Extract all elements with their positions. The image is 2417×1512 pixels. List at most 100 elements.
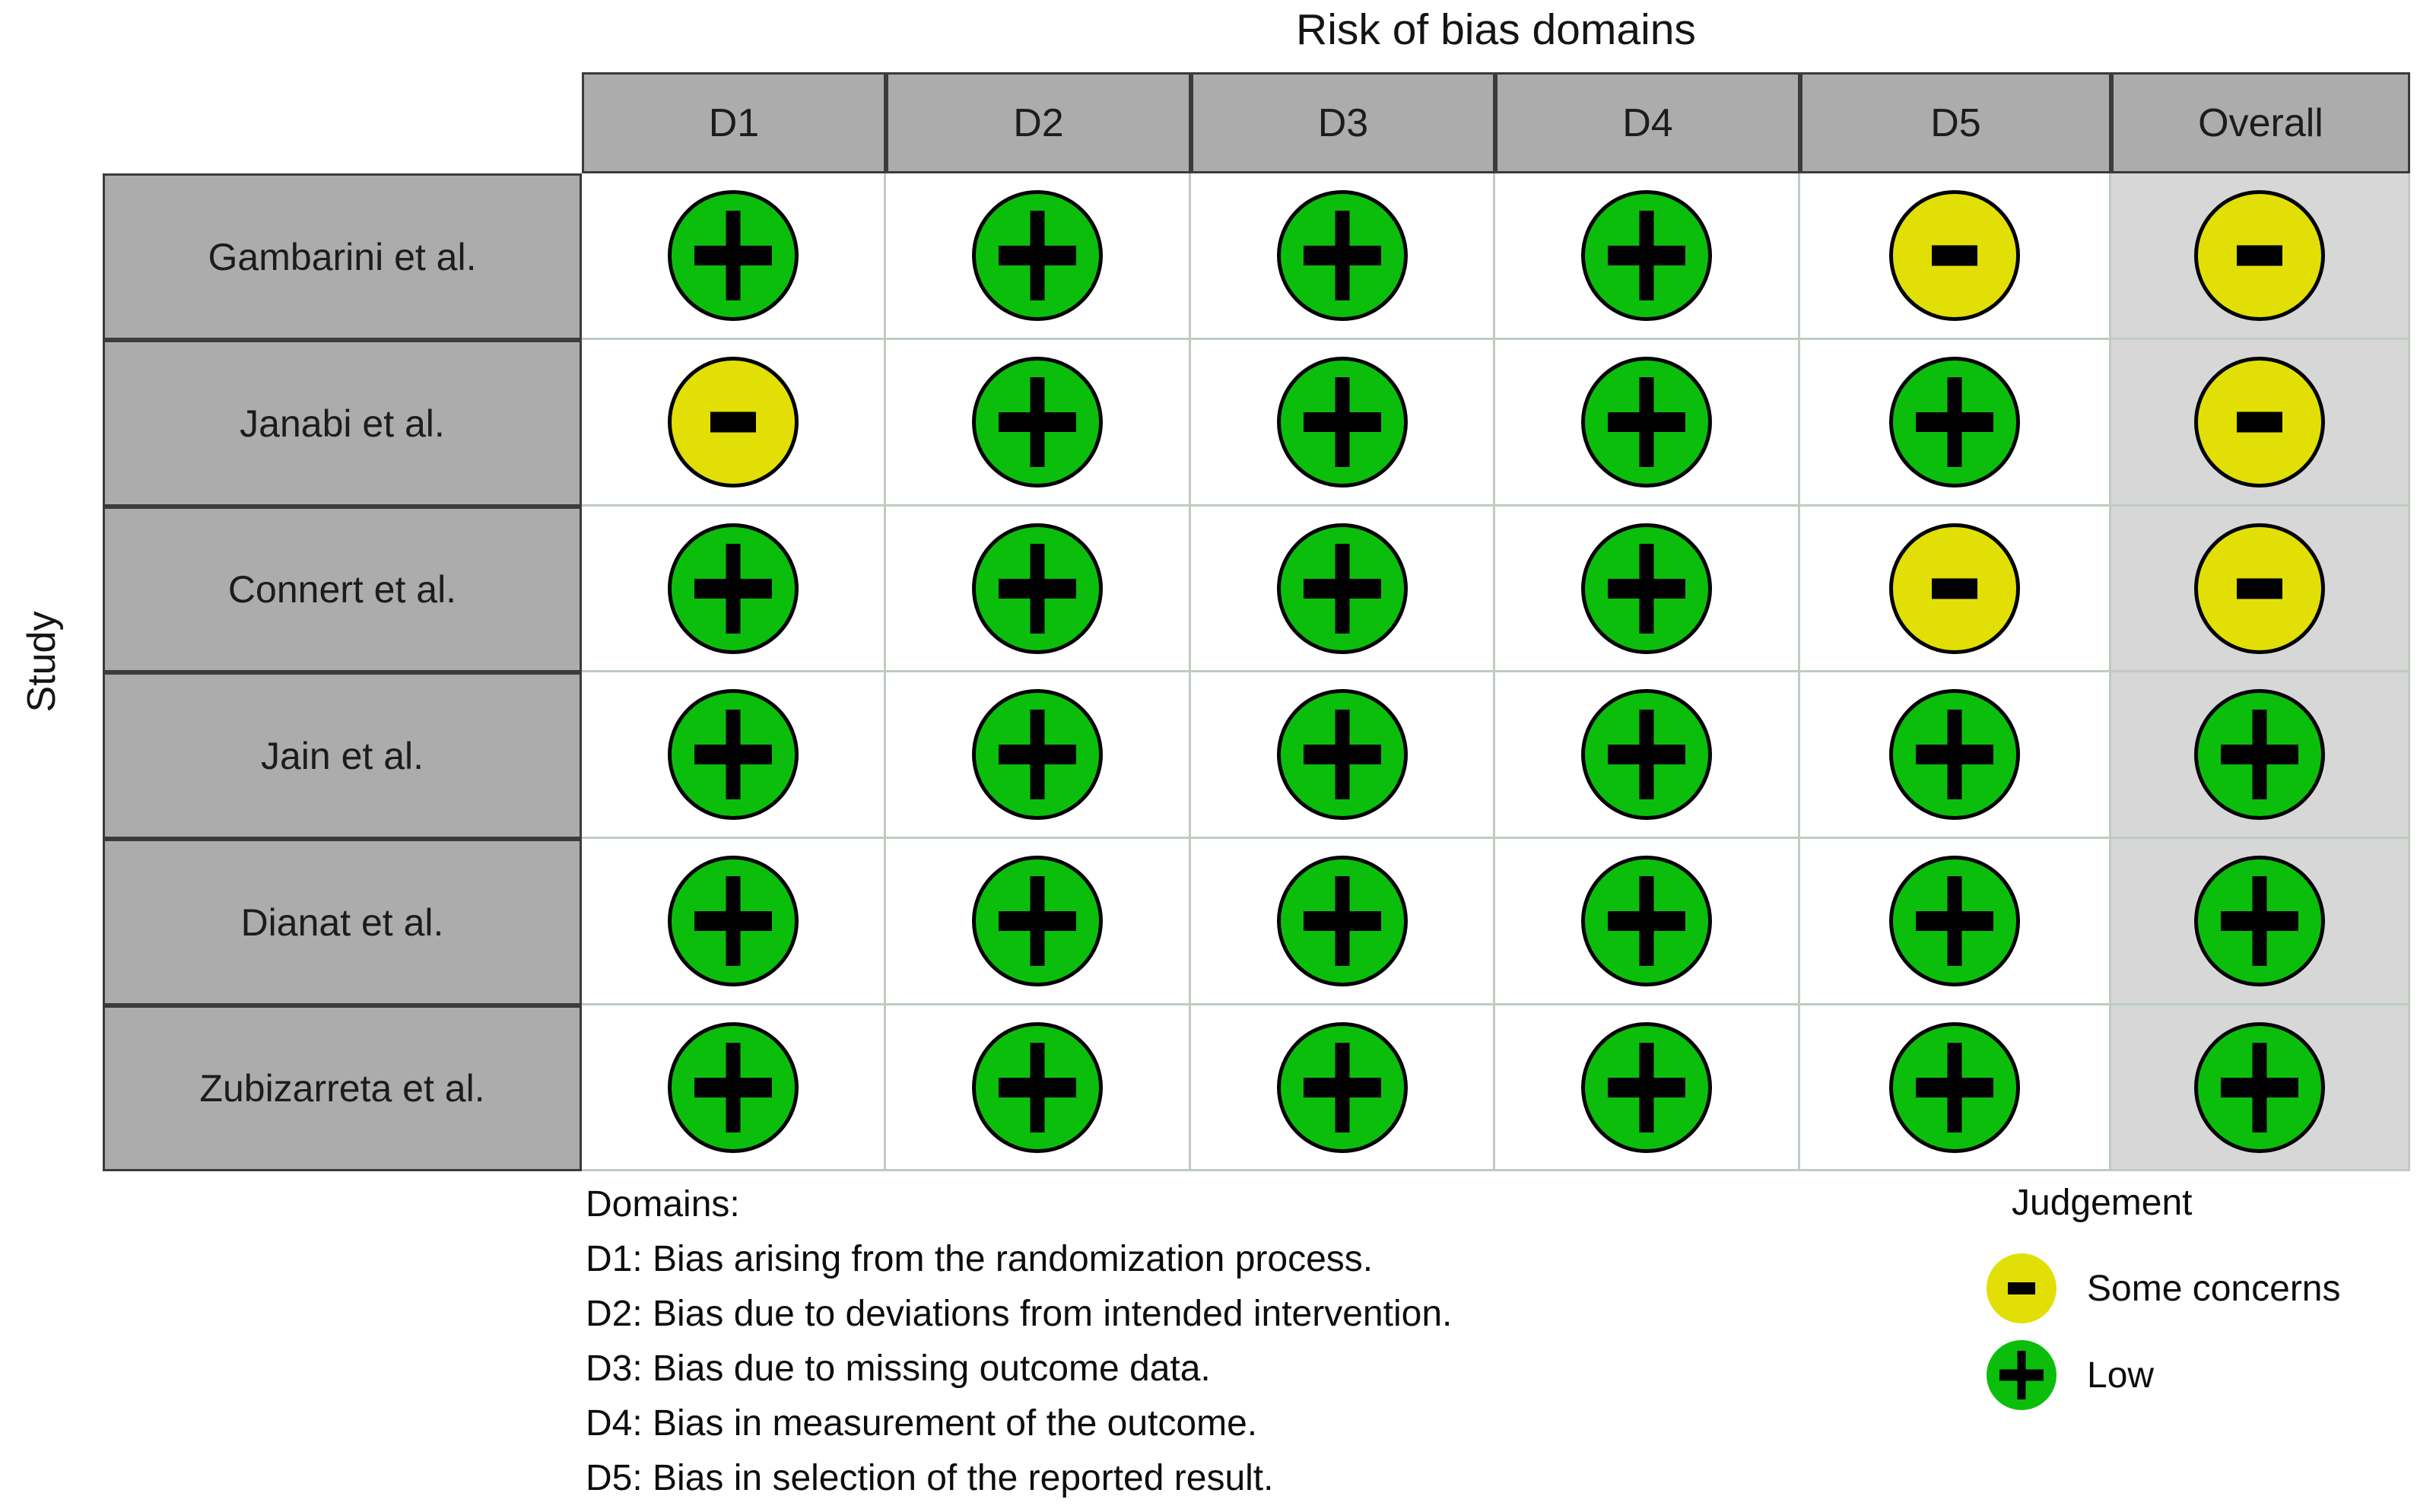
judgement-low-icon — [972, 689, 1103, 820]
column-header-d3: D3 — [1191, 72, 1495, 173]
column-header-d4: D4 — [1495, 72, 1800, 173]
judgement-low-icon — [1581, 1021, 1712, 1153]
judgement-cell — [1191, 340, 1495, 507]
plus-icon — [684, 206, 783, 305]
judgement-cell — [582, 672, 886, 839]
plus-icon — [1293, 1038, 1392, 1137]
judgement-low-icon — [1276, 1021, 1408, 1153]
plus-icon — [1597, 539, 1696, 638]
judgement-cell — [582, 173, 886, 340]
judgement-low-icon — [1276, 856, 1408, 986]
judgement-cell — [1191, 1005, 1495, 1171]
row-axis-label: Study — [20, 611, 64, 713]
legend-low-icon — [1987, 1340, 2057, 1410]
judgement-low-icon — [667, 523, 799, 654]
judgement-low-icon — [972, 1021, 1103, 1153]
judgement-cell — [2111, 340, 2410, 507]
legend-item-low: Low — [1987, 1340, 2341, 1410]
plus-icon — [684, 1038, 783, 1137]
judgement-cell — [1800, 173, 2111, 340]
judgement-cell — [886, 173, 1191, 340]
plus-icon — [1905, 373, 2004, 472]
column-header-d5: D5 — [1800, 72, 2111, 173]
judgement-low-icon — [1581, 190, 1712, 321]
judgement-low-icon — [1581, 523, 1712, 654]
plus-icon — [2210, 1038, 2309, 1137]
judgement-low-icon — [667, 689, 799, 820]
plus-icon — [1905, 1038, 2004, 1137]
judgement-cell — [1495, 507, 1800, 672]
judgement-cell — [886, 672, 1191, 839]
judgement-cell — [886, 507, 1191, 672]
judgement-some-icon — [1889, 190, 2020, 321]
legend-label-low: Low — [2087, 1355, 2155, 1396]
plus-icon — [2210, 705, 2309, 804]
legend-some-concerns-icon — [1987, 1253, 2057, 1323]
judgement-low-icon — [667, 190, 799, 321]
judgement-cell — [582, 1005, 886, 1171]
minus-icon — [1905, 206, 2004, 305]
judgement-cell — [1800, 507, 2111, 672]
plus-icon — [988, 705, 1087, 804]
judgement-cell — [1191, 672, 1495, 839]
judgement-low-icon — [2194, 689, 2325, 820]
judgement-some-icon — [667, 357, 799, 488]
minus-icon — [2210, 539, 2309, 638]
chart-title: Risk of bias domains — [1296, 5, 1696, 54]
domains-note-line-d3: D3: Bias due to missing outcome data. — [586, 1348, 1211, 1389]
judgement-cell — [886, 340, 1191, 507]
judgement-low-icon — [1276, 190, 1408, 321]
plus-icon — [988, 872, 1087, 970]
domains-note-line-d2: D2: Bias due to deviations from intended… — [586, 1294, 1453, 1334]
minus-icon — [1905, 539, 2004, 638]
plus-icon — [1597, 1038, 1696, 1137]
study-label: Jain et al. — [103, 672, 582, 839]
legend-label-some-concerns: Some concerns — [2087, 1268, 2341, 1309]
judgement-cell — [1191, 507, 1495, 672]
domains-note-line-d1: D1: Bias arising from the randomization … — [586, 1239, 1374, 1279]
study-label: Zubizarreta et al. — [103, 1005, 582, 1171]
plus-icon — [1597, 206, 1696, 305]
judgement-cell — [1495, 1005, 1800, 1171]
study-label: Gambarini et al. — [103, 173, 582, 340]
legend-title: Judgement — [2012, 1183, 2193, 1223]
plus-icon — [1293, 373, 1392, 472]
minus-icon — [684, 373, 783, 472]
judgement-low-icon — [972, 523, 1103, 654]
judgement-cell — [2111, 507, 2410, 672]
judgement-low-icon — [2194, 1021, 2325, 1153]
domains-note-line-d4: D4: Bias in measurement of the outcome. — [586, 1403, 1258, 1444]
judgement-cell — [886, 1005, 1191, 1171]
study-label: Connert et al. — [103, 507, 582, 672]
judgement-low-icon — [667, 856, 799, 986]
judgement-low-icon — [1581, 689, 1712, 820]
judgement-some-icon — [2194, 190, 2325, 321]
judgement-low-icon — [972, 357, 1103, 488]
judgement-some-icon — [2194, 523, 2325, 654]
judgement-low-icon — [1889, 357, 2020, 488]
judgement-cell — [2111, 839, 2410, 1005]
plus-icon — [684, 539, 783, 638]
judgement-low-icon — [1581, 856, 1712, 986]
judgement-cell — [2111, 173, 2410, 340]
legend-item-some-concerns: Some concerns — [1987, 1253, 2341, 1323]
plus-icon — [988, 373, 1087, 472]
minus-icon — [1995, 1262, 2048, 1315]
plus-icon — [1293, 872, 1392, 970]
judgement-cell — [2111, 1005, 2410, 1171]
judgement-cell — [1191, 173, 1495, 340]
minus-icon — [2210, 206, 2309, 305]
plus-icon — [988, 206, 1087, 305]
domains-note-line-d5: D5: Bias in selection of the reported re… — [586, 1458, 1274, 1498]
judgement-cell — [1495, 839, 1800, 1005]
study-label: Dianat et al. — [103, 839, 582, 1005]
judgement-low-icon — [972, 190, 1103, 321]
plus-icon — [1597, 872, 1696, 970]
plus-icon — [988, 1038, 1087, 1137]
minus-icon — [2210, 373, 2309, 472]
plus-icon — [2210, 872, 2309, 970]
judgement-cell — [1800, 839, 2111, 1005]
judgement-cell — [2111, 672, 2410, 839]
